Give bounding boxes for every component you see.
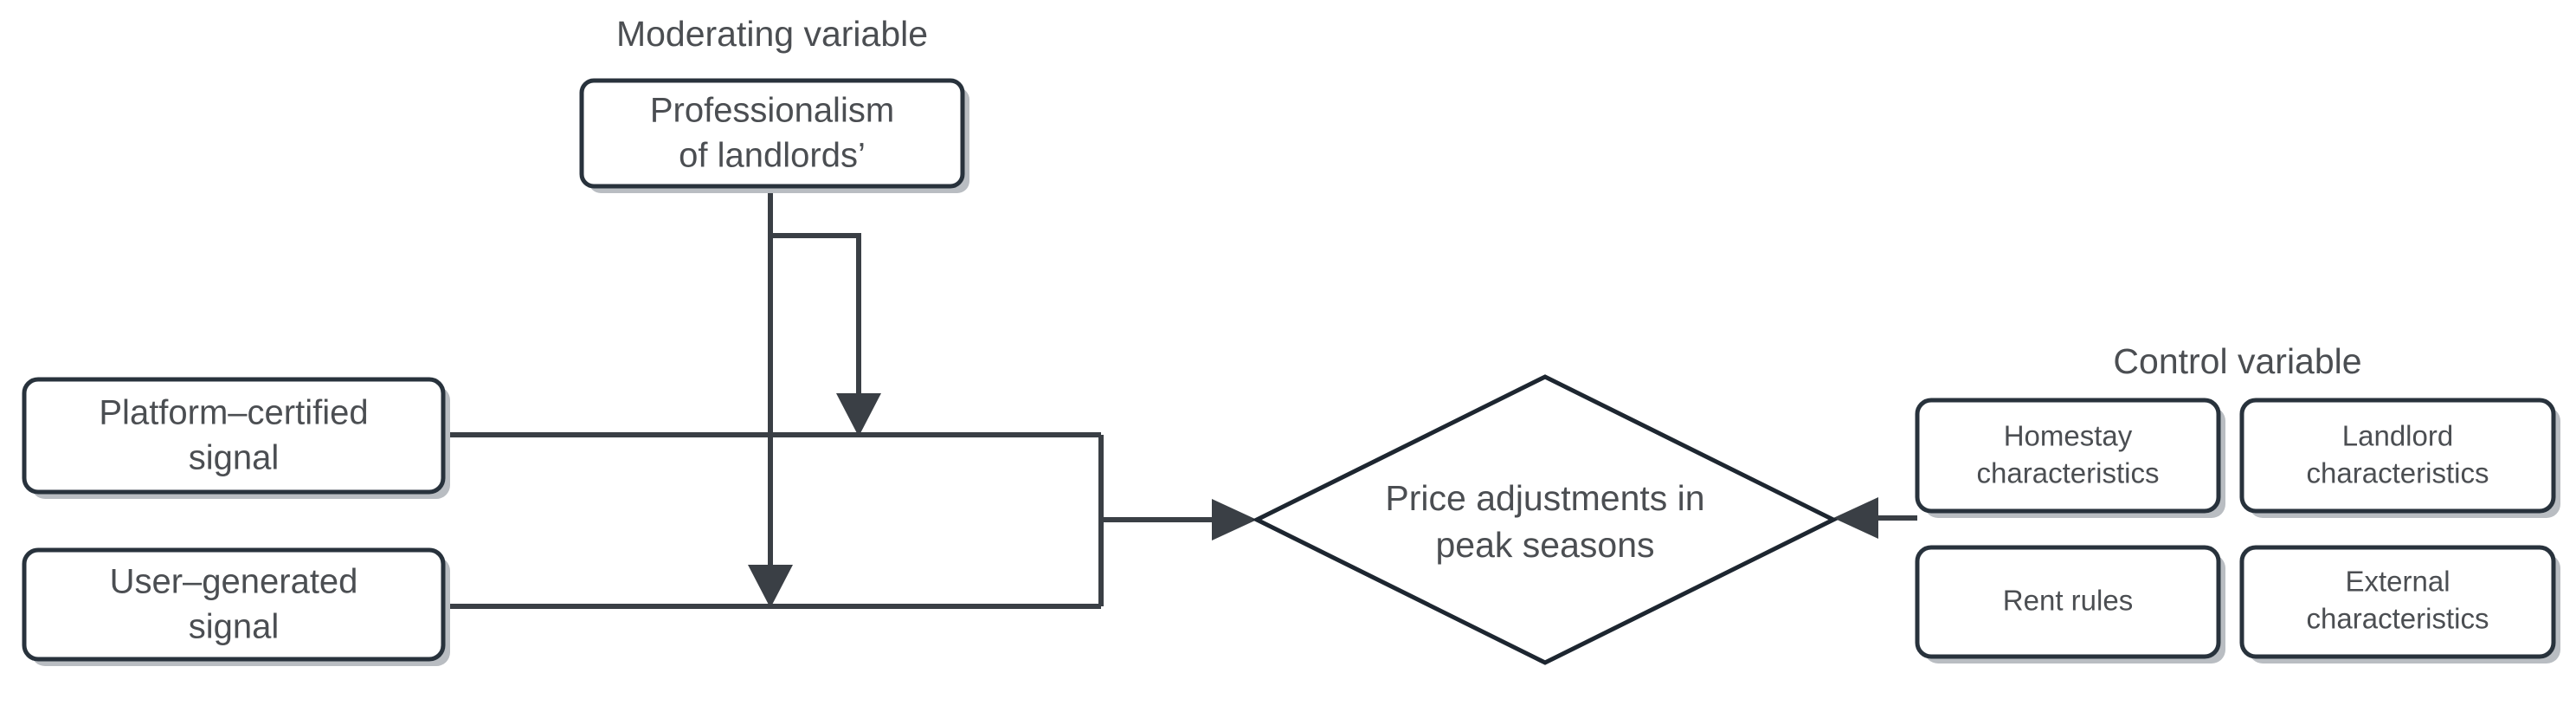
arrowhead-control-to-outcome xyxy=(1833,497,1878,539)
moderating-variable-title: Moderating variable xyxy=(616,14,928,54)
external-label-line1: External xyxy=(2345,566,2450,598)
arrowhead-moderator-to-user-path xyxy=(748,565,793,608)
connector-moderator-branch xyxy=(770,233,861,414)
rent-rules-label-line1: Rent rules xyxy=(2003,585,2133,617)
arrowhead-moderator-to-platform-path xyxy=(836,393,881,437)
rent-rules-box[interactable] xyxy=(1915,545,2221,659)
landlord-label-line1: Landlord xyxy=(2342,420,2453,452)
outcome-label-line1: Price adjustments in xyxy=(1385,478,1704,518)
moderator-box[interactable] xyxy=(579,78,965,189)
platform-signal-box[interactable] xyxy=(22,377,446,495)
landlord-box[interactable] xyxy=(2239,398,2556,514)
user-signal-label-line2: signal xyxy=(189,608,280,646)
outcome-label-line2: peak seasons xyxy=(1435,525,1654,565)
homestay-label-line2: characteristics xyxy=(1977,457,2160,489)
external-box[interactable] xyxy=(2239,545,2556,659)
arrowhead-to-outcome xyxy=(1212,499,1257,540)
homestay-box[interactable] xyxy=(1915,398,2221,514)
external-label-line2: characteristics xyxy=(2307,603,2489,635)
user-signal-label-line1: User–generated xyxy=(110,563,358,601)
landlord-label-line2: characteristics xyxy=(2307,457,2489,489)
control-variable-title: Control variable xyxy=(2113,341,2361,381)
moderator-label-line2: of landlords’ xyxy=(679,137,866,175)
outcome-diamond xyxy=(1252,374,1839,665)
platform-signal-label-line2: signal xyxy=(189,439,280,477)
platform-signal-label-line1: Platform–certified xyxy=(99,394,368,432)
homestay-label-line1: Homestay xyxy=(2004,420,2133,452)
moderator-label-line1: Professionalism xyxy=(650,92,894,130)
user-signal-box[interactable] xyxy=(22,547,446,662)
